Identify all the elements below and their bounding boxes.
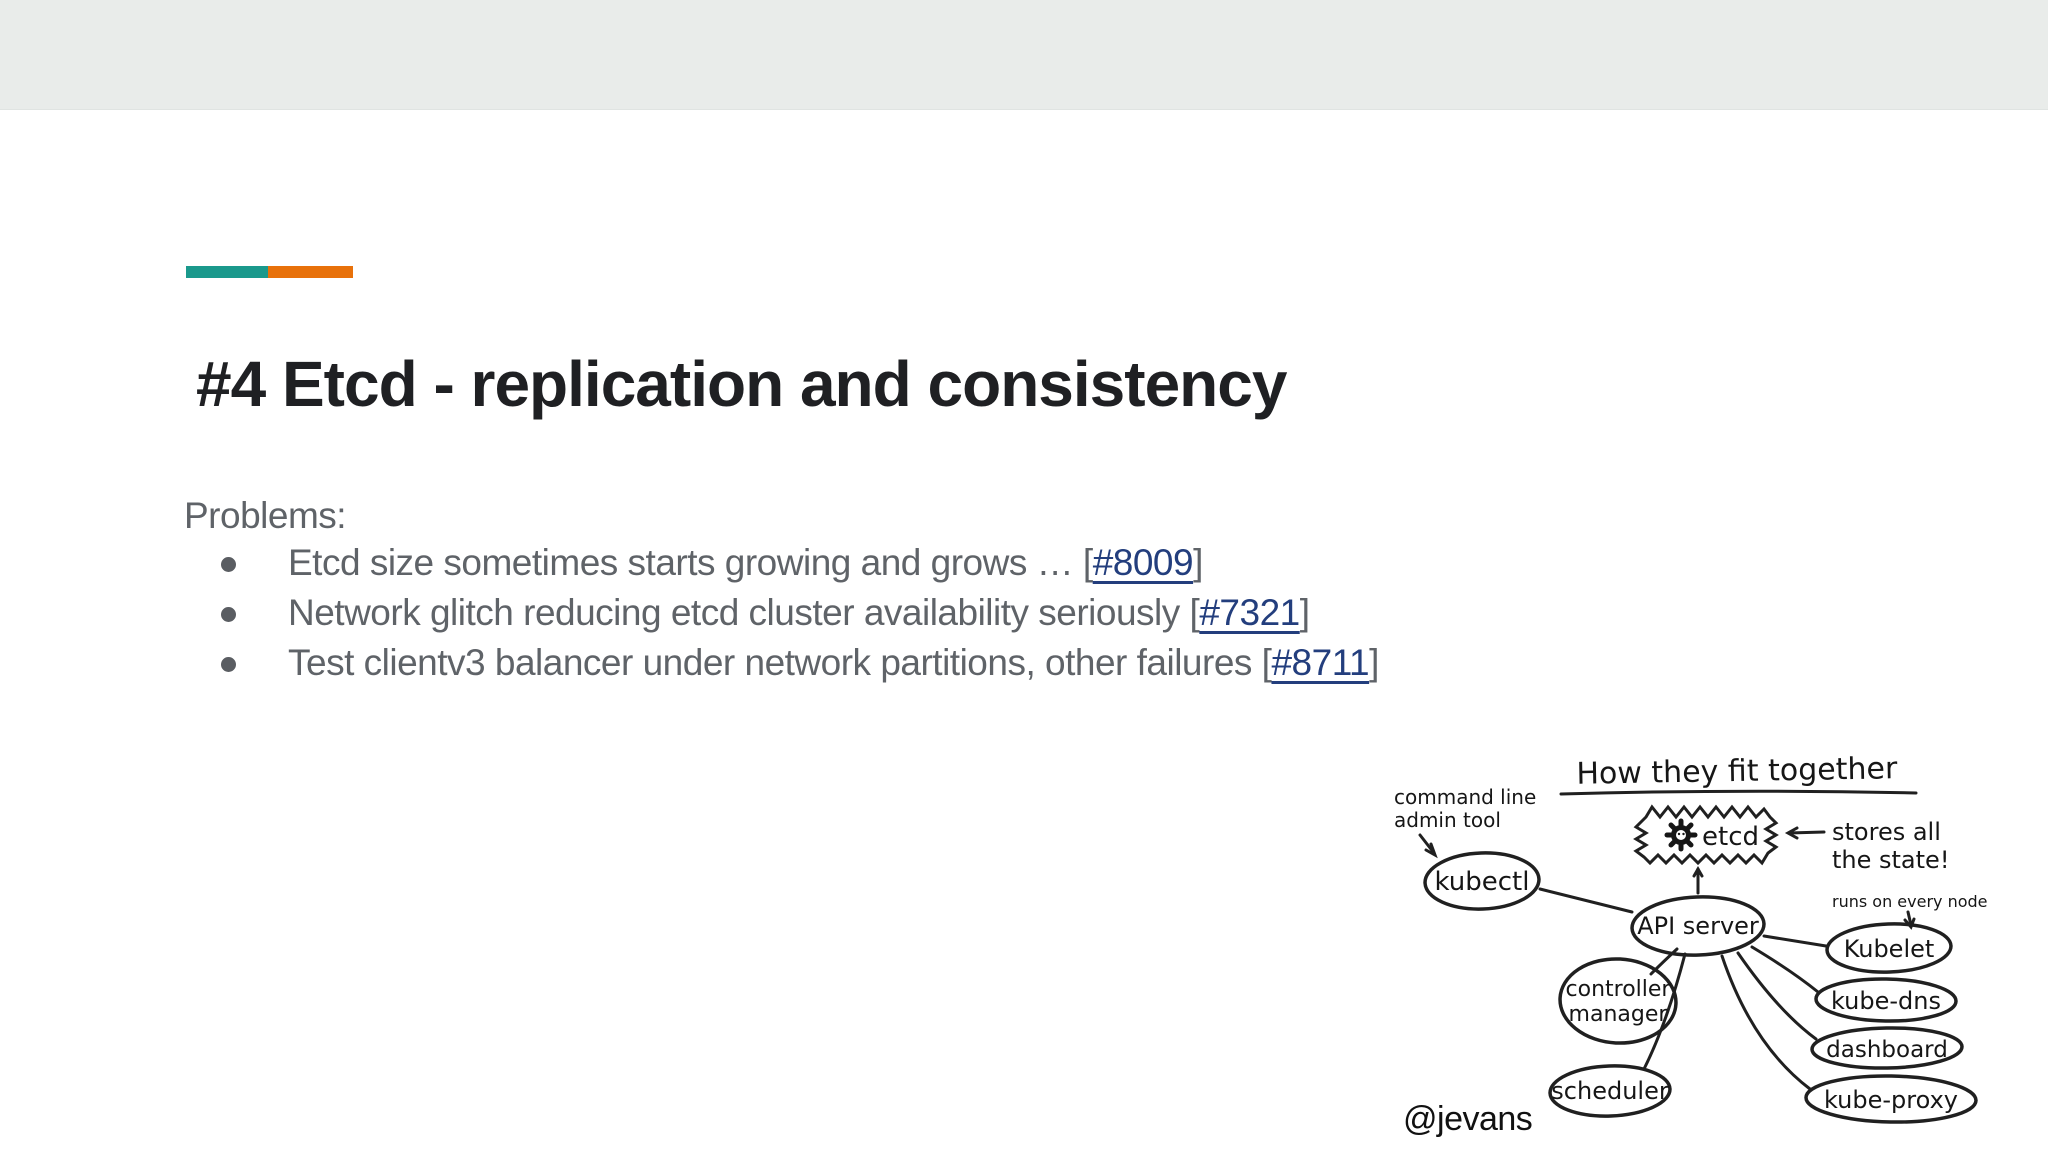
accent-teal-segment (186, 266, 268, 278)
sketch-title-underline (1559, 789, 1918, 796)
node-controller-manager-label1: controller (1566, 977, 1672, 1002)
issue-link-7321[interactable]: #7321 (1199, 592, 1300, 633)
sketch-title: How they fit together (1576, 751, 1898, 792)
node-api-server (1630, 895, 1766, 957)
bullet-dot (221, 607, 236, 622)
runs-arrowhead (1903, 917, 1916, 930)
bullet-suffix: ] (1193, 542, 1203, 583)
slide-title: #4 Etcd - replication and consistency (196, 347, 1287, 420)
node-controller-manager-label2: manager (1569, 1002, 1669, 1027)
title-accent-bar (186, 266, 353, 278)
edge-apiserver-controller (1649, 947, 1679, 976)
runs-arrow (1906, 910, 1913, 927)
node-kube-proxy (1804, 1074, 1978, 1124)
bullet-item-clientv3-balancer: Test clientv3 balancer under network par… (221, 638, 1781, 688)
bullet-text: Network glitch reducing etcd cluster ava… (288, 592, 1200, 633)
stores-all-label: stores all (1832, 818, 1941, 846)
sketch-svg: How they fit together command line admin… (1394, 751, 1988, 1124)
runs-on-every-node-label: runs on every node (1832, 892, 1988, 911)
node-etcd-label: etcd (1702, 822, 1759, 852)
bullet-text: Etcd size sometimes starts growing and g… (288, 542, 1093, 583)
node-api-server-label: API server (1637, 912, 1759, 940)
problems-label: Problems: (184, 495, 347, 536)
node-kube-dns-label: kube-dns (1831, 987, 1941, 1015)
edge-etcd-arrowhead (1692, 865, 1704, 878)
stores-arrow (1787, 830, 1826, 835)
edge-kubectl-apiserver (1538, 887, 1634, 914)
problems-bullet-list: Etcd size sometimes starts growing and g… (221, 538, 1781, 688)
node-kubectl (1423, 851, 1541, 911)
label-arrowhead (1424, 842, 1438, 859)
node-kubelet-label: Kubelet (1844, 935, 1935, 963)
node-kubelet (1825, 922, 1953, 974)
bullet-dot (221, 657, 236, 672)
author-handle: @jevans (1403, 1100, 1533, 1138)
bullet-item-etcd-size: Etcd size sometimes starts growing and g… (221, 538, 1781, 588)
edge-apiserver-kubelet (1762, 934, 1828, 948)
bullet-text: Test clientv3 balancer under network par… (288, 642, 1272, 683)
letterbox-band (0, 0, 2048, 110)
accent-orange-segment (268, 266, 353, 278)
issue-link-8009[interactable]: #8009 (1092, 542, 1194, 583)
edge-apiserver-kubedns (1750, 945, 1820, 994)
edge-apiserver-kubeproxy (1720, 954, 1812, 1091)
admin-tool-label: admin tool (1394, 808, 1501, 832)
the-state-label: the state! (1832, 846, 1949, 874)
etcd-gear-icon (1664, 818, 1698, 852)
kubernetes-architecture-sketch: How they fit together command line admin… (1380, 733, 2000, 1133)
node-dashboard (1810, 1026, 1964, 1070)
node-scheduler-label: scheduler (1551, 1077, 1669, 1105)
edge-apiserver-dashboard (1736, 951, 1818, 1041)
node-kube-dns (1814, 977, 1958, 1023)
bullet-suffix: ] (1299, 592, 1310, 633)
node-kubectl-label: kubectl (1435, 867, 1530, 897)
node-scheduler (1548, 1064, 1672, 1118)
node-etcd-burst (1633, 804, 1779, 866)
node-dashboard-label: dashboard (1826, 1037, 1948, 1063)
bullet-item-network-glitch: Network glitch reducing etcd cluster ava… (221, 588, 1781, 638)
node-kube-proxy-label: kube-proxy (1824, 1086, 1958, 1114)
bullet-dot (221, 557, 236, 572)
issue-link-8711[interactable]: #8711 (1271, 642, 1370, 683)
bullet-suffix: ] (1369, 642, 1379, 683)
command-line-label: command line (1394, 785, 1536, 809)
edge-apiserver-scheduler (1642, 952, 1687, 1071)
node-controller-manager (1558, 957, 1678, 1045)
